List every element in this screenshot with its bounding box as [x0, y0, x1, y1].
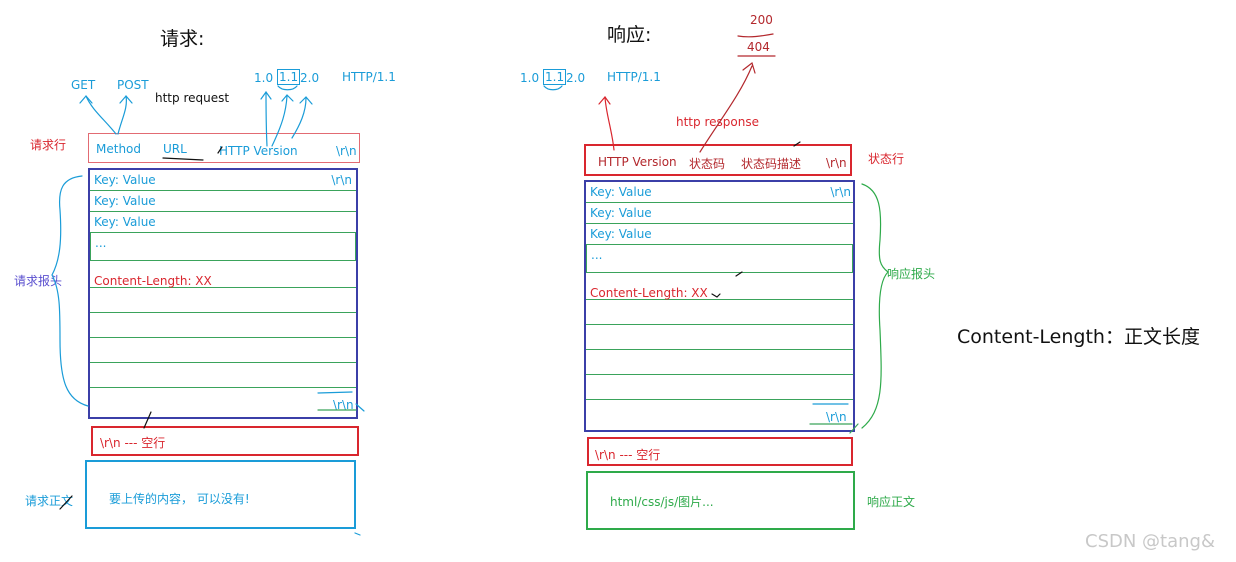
request-body-text: 要上传的内容， 可以没有!: [109, 492, 250, 506]
request-header-empty-row: [90, 363, 356, 388]
version-1-0: 1.0: [254, 71, 274, 85]
response-body-text: html/css/js/图片...: [610, 495, 714, 509]
request-headers-brace: [51, 175, 89, 407]
http-version-1-1: HTTP/1.1: [342, 70, 396, 84]
response-header-row: ...: [586, 245, 853, 273]
label-request-headers: 请求报头: [14, 274, 63, 288]
arrow-to-version-2-0: [291, 97, 307, 139]
arrow-to-get: [85, 95, 117, 135]
request-header-empty-row: [90, 313, 356, 338]
request-blank-line-box: \r\n --- 空行: [91, 426, 359, 456]
request-body-box: 要上传的内容， 可以没有!: [85, 460, 356, 529]
status-line-version: HTTP Version: [598, 155, 677, 169]
label-response-headers: 响应报头: [887, 267, 936, 281]
status-line-box: HTTP Version 状态码 状态码描述 \r\n: [584, 144, 852, 176]
arrow-to-status-code: [699, 65, 753, 153]
resp-version-1-0: 1.0: [520, 71, 540, 85]
response-header-row: Key: Value: [586, 224, 853, 245]
response-header-empty-row: [586, 300, 853, 325]
request-header-empty-row: [90, 338, 356, 363]
label-request-body: 请求正文: [25, 494, 74, 508]
request-title: 请求:: [160, 28, 205, 50]
method-get: GET: [71, 78, 96, 92]
request-header-row: Key: Value: [90, 212, 356, 233]
response-content-length-row: Content-Length: XX: [586, 273, 853, 300]
request-header-row: Key: Value \r\n: [90, 170, 356, 191]
status-line-desc: 状态码描述: [741, 157, 802, 171]
response-headers-box: Key: Value \r\n Key: Value Key: Value ..…: [584, 180, 855, 432]
request-header-empty-row: [90, 288, 356, 313]
request-line-url: URL: [163, 142, 187, 156]
response-title: 响应:: [607, 24, 652, 46]
response-header-empty-row: [586, 375, 853, 400]
http-response-label: http response: [676, 115, 759, 129]
http-request-label: http request: [155, 91, 230, 105]
response-header-empty-row: [586, 325, 853, 350]
arrow-to-post: [117, 95, 127, 135]
method-post: POST: [117, 78, 149, 92]
request-headers-box: Key: Value \r\n Key: Value Key: Value ..…: [88, 168, 358, 419]
status-line-crlf: \r\n: [826, 156, 847, 170]
response-header-crlf: \r\n: [830, 185, 851, 199]
watermark: CSDN @tang&: [1085, 531, 1215, 552]
version-1-1: 1.1: [277, 69, 301, 85]
status-code-200: 200: [750, 13, 773, 27]
request-line-version: HTTP Version: [219, 144, 298, 158]
response-header-row: Key: Value: [586, 203, 853, 224]
request-content-length-row: Content-Length: XX: [90, 261, 356, 288]
content-length-note: Content-Length：正文长度: [957, 326, 1200, 348]
request-headers-end-crlf: \r\n: [333, 398, 354, 412]
status-code-divider: [737, 33, 774, 38]
arrow-to-resp-version: [604, 96, 615, 151]
response-headers-brace: [861, 183, 889, 429]
request-header-row: Key: Value: [90, 191, 356, 212]
resp-version-2-0: 2.0: [566, 71, 586, 85]
response-blank-line-text: \r\n --- 空行: [595, 448, 661, 462]
request-header-crlf: \r\n: [331, 173, 352, 187]
version-2-0: 2.0: [300, 71, 320, 85]
status-code-404: 404: [747, 40, 770, 54]
resp-version-brace: [543, 85, 563, 91]
label-request-line: 请求行: [30, 138, 67, 152]
request-header-row: ...: [90, 233, 356, 261]
resp-http-version-1-1: HTTP/1.1: [607, 70, 661, 84]
request-line-crlf: \r\n: [336, 144, 357, 158]
label-status-line: 状态行: [868, 152, 905, 166]
request-blank-line-text: \r\n --- 空行: [100, 436, 166, 450]
response-blank-line-box: \r\n --- 空行: [587, 437, 853, 466]
status-line-code: 状态码: [689, 157, 726, 171]
version-brace: [277, 85, 298, 91]
request-line-method: Method: [96, 142, 142, 156]
response-body-box: html/css/js/图片...: [586, 471, 855, 530]
response-header-row: Key: Value \r\n: [586, 182, 853, 203]
request-line-box: Method URL HTTP Version \r\n: [88, 133, 360, 163]
label-response-body: 响应正文: [867, 495, 916, 509]
response-header-empty-row: [586, 350, 853, 375]
resp-version-1-1: 1.1: [543, 69, 567, 85]
response-headers-end-crlf: \r\n: [826, 410, 847, 424]
